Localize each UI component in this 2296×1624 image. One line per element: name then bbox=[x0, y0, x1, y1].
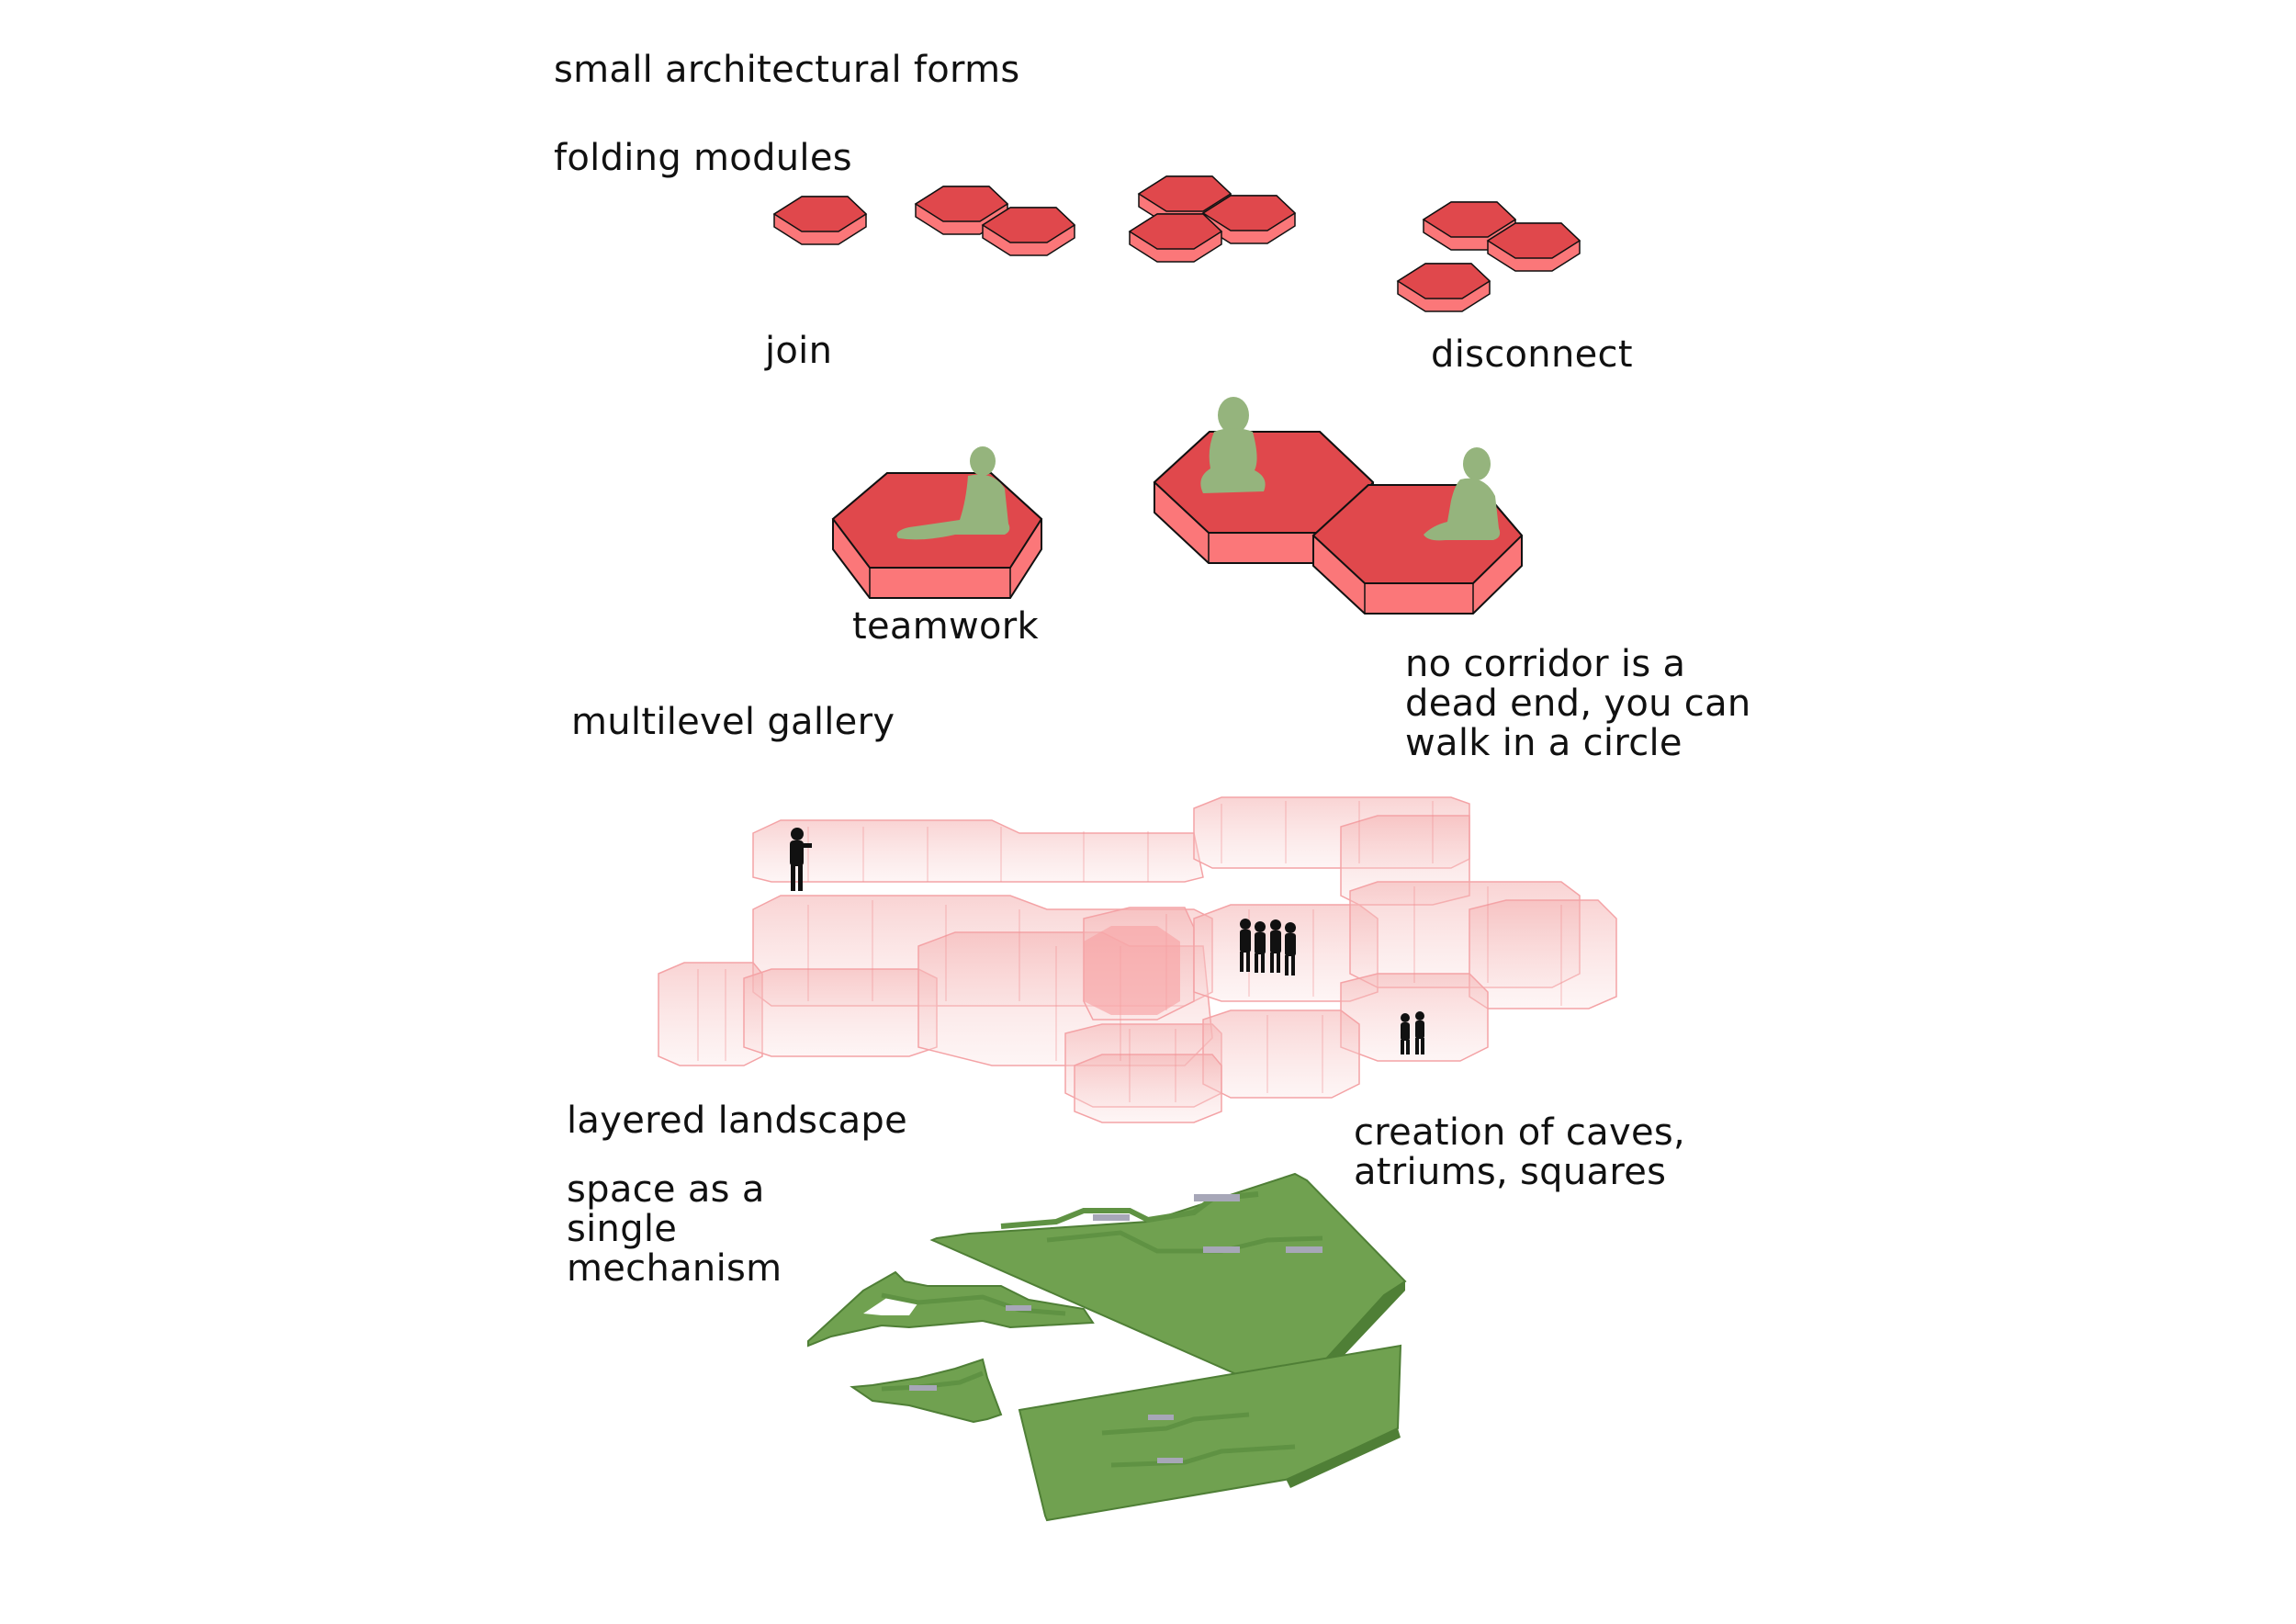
label-disconnect: disconnect bbox=[1431, 333, 1633, 376]
module-pair bbox=[914, 186, 1076, 256]
heading-multilevel-gallery: multilevel gallery bbox=[571, 701, 895, 743]
landscape-plate-left bbox=[807, 1270, 1095, 1348]
note-no-corridor: no corridor is a dead end, you can walk … bbox=[1405, 643, 1751, 765]
module-disconnected bbox=[1396, 201, 1581, 312]
sitting-figure-3 bbox=[1424, 447, 1501, 541]
label-join: join bbox=[765, 330, 833, 372]
silhouette-group bbox=[1240, 919, 1296, 976]
landscape-plate-small bbox=[850, 1358, 1003, 1424]
heading-folding-modules: folding modules bbox=[554, 137, 852, 179]
note-single-mechanism: space as a single mechanism bbox=[567, 1168, 782, 1291]
sitting-figure-1 bbox=[896, 446, 1010, 540]
module-triple bbox=[1128, 175, 1297, 263]
gallery-atrium bbox=[1084, 926, 1180, 1015]
landscape-plate-lower bbox=[1018, 1344, 1402, 1522]
sitting-figure-2 bbox=[1200, 397, 1266, 493]
note-creation-of-caves: creation of caves, atriums, squares bbox=[1354, 1111, 1686, 1194]
silhouette-photographer bbox=[790, 828, 812, 891]
label-teamwork: teamwork bbox=[852, 605, 1039, 648]
module-single bbox=[772, 196, 868, 245]
silhouette-pair bbox=[1401, 1011, 1424, 1054]
title-small-architectural-forms: small architectural forms bbox=[554, 49, 1020, 91]
heading-layered-landscape: layered landscape bbox=[567, 1100, 907, 1142]
